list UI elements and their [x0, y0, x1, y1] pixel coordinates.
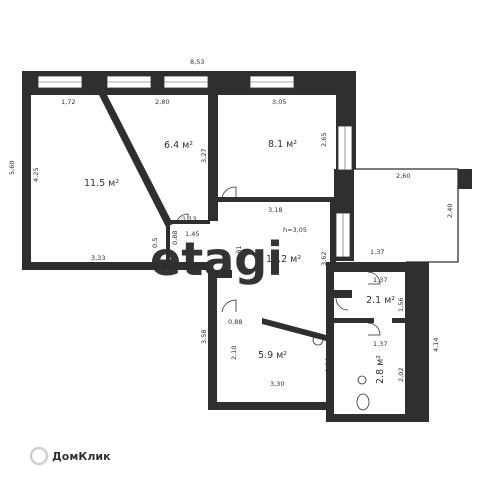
dimension-label: 2,81 — [235, 246, 243, 260]
wall-diagonal — [99, 95, 173, 227]
wall-right-bath — [405, 262, 429, 422]
dimension-label: 0,5 — [151, 238, 159, 248]
dimension-label: 1,37 — [373, 340, 387, 348]
dimension-label: 5,60 — [8, 161, 16, 175]
room-area-label: 11.5 м² — [84, 178, 119, 189]
doors — [175, 186, 381, 336]
toilet-fixture — [356, 393, 370, 411]
wall-corridor-right — [330, 202, 336, 262]
dimension-label: 3,27 — [200, 149, 208, 163]
dimension-label: 2,65 — [320, 133, 328, 147]
wall-5-9-diag — [262, 318, 330, 342]
dimension-label: 3,18 — [268, 206, 282, 214]
wall-left-lower — [208, 270, 217, 410]
dimension-label: 3,58 — [200, 330, 208, 344]
dimension-label: 3,30 — [270, 380, 284, 388]
balcony-outline — [354, 168, 459, 263]
dimension-label: 2,40 — [446, 204, 454, 218]
room-area-label: 6.4 м² — [164, 140, 193, 151]
sink-fixture — [312, 334, 324, 346]
dimension-label: 0,88 — [171, 231, 179, 245]
dimension-label: 2,02 — [397, 368, 405, 382]
room-area-label: 2.1 м² — [366, 295, 395, 306]
room-area-label: 11.2 м² — [266, 254, 301, 265]
wall-corridor-bottom — [208, 270, 232, 278]
room-area-label: 8.1 м² — [268, 139, 297, 150]
dimension-label: 3,05 — [272, 98, 286, 106]
wall-8-corridor — [208, 197, 336, 202]
dimension-label: 2,10 — [230, 346, 238, 360]
dimension-label: 4,14 — [432, 338, 440, 352]
dimension-label: 3,33 — [91, 254, 105, 262]
dimension-label: 4,25 — [32, 168, 40, 182]
dimension-label: 1,13 — [182, 215, 196, 223]
dimension-label: 3,62 — [320, 252, 328, 266]
dimension-label: 1,45 — [185, 230, 199, 238]
balcony-post — [458, 169, 472, 189]
brand-name: ДомКлик — [52, 450, 111, 463]
brand-icon — [29, 446, 49, 466]
dimension-label: 0,88 — [228, 318, 242, 326]
room-area-label: 5.9 м² — [258, 350, 287, 361]
dimension-label: 2,60 — [396, 172, 410, 180]
dimension-label: 1,37 — [370, 248, 384, 256]
wall-bath-mid — [334, 318, 374, 323]
wall-bottom-left — [22, 262, 210, 270]
wall-left — [22, 71, 31, 270]
dimension-label: 1,56 — [397, 298, 405, 312]
windows-right — [335, 125, 353, 258]
wall-top-bath — [326, 262, 429, 272]
dimension-label: h=3,05 — [283, 226, 307, 234]
wall-6-8 — [208, 95, 218, 221]
dimension-label: 8,53 — [190, 58, 204, 66]
dimension-label: 1,26 — [324, 358, 332, 372]
wall-bottom-lower — [208, 402, 332, 410]
dimension-label: 1,72 — [61, 98, 75, 106]
brand-logo: ДомКлик — [29, 446, 111, 466]
windows-top — [37, 75, 295, 89]
room-area-label: 2.8 м² — [375, 355, 386, 384]
dimension-label: 1,37 — [373, 276, 387, 284]
wall-bottom-bath — [332, 414, 429, 422]
floor-drain — [357, 375, 367, 385]
dimension-label: 2,80 — [155, 98, 169, 106]
wall-closet-left — [166, 220, 170, 264]
wall-bath-mid-2 — [392, 318, 405, 323]
wall-stub — [326, 290, 352, 298]
